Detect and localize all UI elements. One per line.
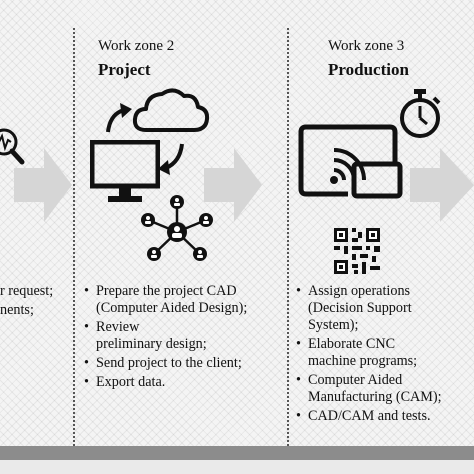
zone3-title: Production: [328, 60, 409, 79]
zone1-fragment-2: nents;: [0, 302, 34, 318]
zone3-bullet-list: Assign operations(Decision SupportSystem…: [296, 283, 442, 427]
zone3-bullet-item: CAD/CAM and tests.: [296, 408, 442, 425]
zone1-fragment-1: r request;: [0, 283, 54, 299]
zone3-bullet-item: Assign operations(Decision SupportSystem…: [296, 283, 442, 334]
zone2-title: Project: [98, 60, 151, 79]
zone-divider-1: [73, 28, 75, 446]
qr-code-icon: [334, 228, 380, 274]
magnifier-chart-icon: [0, 128, 25, 165]
cycle-arrows-icon: [106, 103, 184, 175]
flow-arrow-2: [204, 148, 262, 222]
cloud-icon: [132, 88, 210, 132]
zone2-bullet-list: Prepare the project CAD(Computer Aided D…: [84, 283, 247, 393]
zone2-bullet-item: Prepare the project CAD(Computer Aided D…: [84, 283, 247, 317]
zone2-bullet-item: Export data.: [84, 374, 247, 391]
zone2-label: Work zone 2: [98, 38, 175, 54]
stopwatch-icon: [400, 89, 441, 138]
bottom-bar: [0, 446, 474, 460]
monitor-icon: [90, 140, 160, 202]
bottom-strip: [0, 460, 474, 474]
network-icon: [141, 195, 213, 261]
zone-divider-2: [287, 28, 289, 446]
wireless-screen-icon: [298, 124, 403, 199]
zone2-bullet-item: Send project to the client;: [84, 355, 247, 372]
zone3-label: Work zone 3: [328, 38, 405, 54]
flow-arrow-1: [14, 148, 72, 222]
flow-arrow-3: [410, 148, 474, 222]
